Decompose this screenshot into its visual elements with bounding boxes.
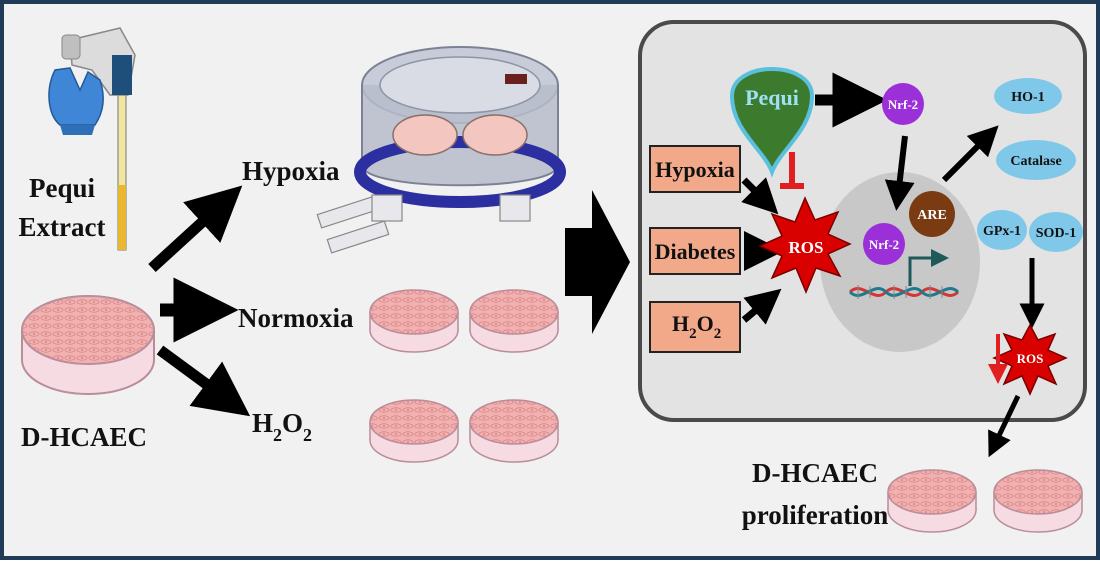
proliferation-dish-2 [993,469,1083,533]
sod1-label: SOD-1 [1036,226,1076,241]
are-label: ARE [917,208,947,223]
arrow-to-enzymes [941,125,999,183]
pequi-extract-label-line2: Extract [19,212,106,242]
pequi-drop: Pequi [729,67,815,178]
dna-helix-icon [848,285,960,299]
h2o2-box-label: H2O2 [672,311,721,342]
big-arrow [565,190,630,334]
transcription-arrow [908,249,949,286]
nrf2-cytoplasm [882,83,924,125]
gpx1-enzyme [977,210,1027,250]
arrow-to-h2o2 [156,345,251,417]
gpx1-label: GPx-1 [983,224,1021,239]
ho1-enzyme [994,78,1062,114]
arrow-nrf2-translocation [884,135,915,211]
outcome-label-line1: D-HCAEC [752,458,878,488]
pequi-extract-label-line1: Pequi [29,173,96,203]
nrf2-nucleus-label: Nrf-2 [869,237,899,252]
proliferation-dish-1 [887,469,977,533]
ho1-label: HO-1 [1011,90,1044,105]
catalase-enzyme [996,140,1076,180]
h2o2-dish-1 [369,399,459,463]
arrow-h2o2-ros [741,288,782,325]
h2o2-dish-2 [469,399,559,463]
ros-label: ROS [789,238,824,257]
hypoxia-chamber-icon [316,46,566,254]
glove-hand-icon [48,67,105,135]
pipette-icon [61,27,136,251]
h2o2-label: H2O2 [252,408,312,445]
normoxia-dish-1 [369,289,459,353]
ros-reduced-burst [992,323,1068,396]
cells-label: D-HCAEC [21,422,147,452]
diabetes-box [649,227,741,275]
ros-reduced-label: ROS [1017,351,1044,366]
diabetes-box-label: Diabetes [655,239,736,264]
nrf2-cytoplasm-label: Nrf-2 [888,97,918,112]
hypoxia-box-label: Hypoxia [655,157,734,182]
normoxia-label: Normoxia [238,303,354,333]
sod1-enzyme [1029,212,1083,252]
arrow-to-hypoxia [148,185,243,273]
catalase-label: Catalase [1010,154,1061,169]
hypoxia-label: Hypoxia [242,156,340,186]
h2o2-box [649,301,741,353]
arrow-hypoxia-ros [741,177,779,215]
nucleus [820,172,980,352]
hypoxia-box [649,145,741,193]
outcome-label-line2: proliferation [742,500,888,530]
ros-burst [758,196,852,294]
arrow-to-proliferation [988,394,1021,458]
pequi-drop-label: Pequi [745,85,799,110]
normoxia-dish-2 [469,289,559,353]
are-element [909,191,955,237]
nrf2-nucleus [863,223,905,265]
large-petri-dish [21,295,155,395]
